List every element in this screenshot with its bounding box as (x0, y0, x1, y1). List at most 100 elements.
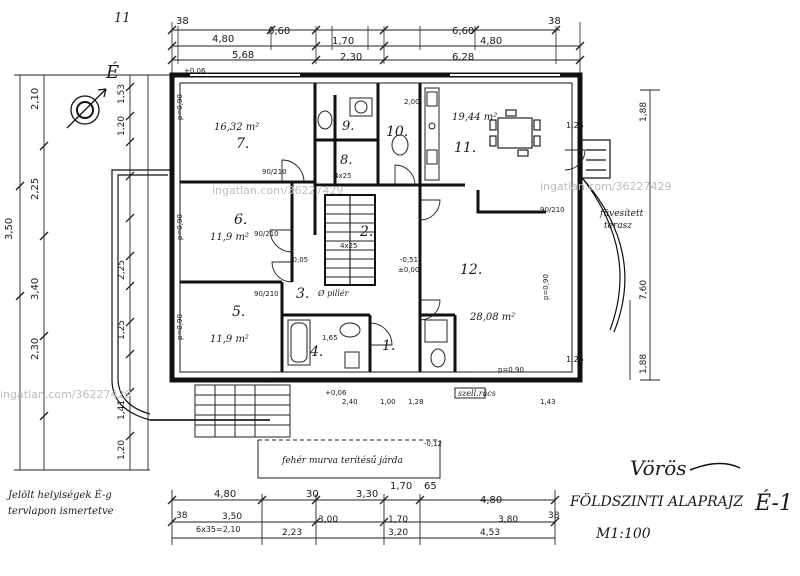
room-number-9: 9. (342, 119, 354, 134)
room-number-2: 2. (359, 224, 373, 240)
top-dimension-lines (171, 22, 581, 75)
terrace-label-1: füvesített (599, 208, 644, 219)
level-plus-006-a: +0,06 (184, 67, 206, 75)
dim-bottom3-320: 3,20 (388, 528, 408, 538)
left-dimension-lines (14, 74, 172, 471)
kitchen-counter (424, 87, 440, 181)
bottom-dimension-ticks (167, 495, 560, 527)
dim-top-660-left: 6,60 (268, 26, 290, 37)
room-number-4: 4. (309, 344, 323, 360)
dim-bottom2-380: 3,80 (498, 515, 518, 525)
sheet-corner-mark: 11 (114, 11, 131, 26)
dim-top-230: 2,30 (340, 52, 362, 63)
dim-bottom-170: 1,70 (390, 481, 412, 492)
room-number-7: 7. (236, 136, 249, 152)
living-column (476, 190, 546, 214)
dim-top-170: 1,70 (332, 36, 354, 47)
signature-flourish (689, 462, 741, 471)
door-90-210-a: 90/210 (262, 168, 287, 176)
dim-bottom-65: 65 (424, 481, 437, 492)
dim-left-225: 2,25 (30, 178, 41, 200)
dim-left-total: 3,50 (4, 218, 15, 240)
staircase (325, 195, 375, 285)
sanitary-fixtures (287, 97, 448, 369)
dim-left-210: 2,10 (30, 88, 41, 110)
watermark-right: ingatlan.com/36227429 (540, 180, 672, 193)
dim-bottom3-453: 4,53 (480, 528, 500, 538)
dim-left-141: 1,41 (117, 400, 127, 420)
dim-left-120: 1,20 (117, 116, 127, 136)
exterior-walls (169, 72, 583, 383)
room-area-12: 28,08 m² (469, 312, 515, 323)
dim-bottom3-223: 2,23 (282, 528, 302, 538)
room-number-11: 11. (454, 140, 476, 156)
left-dimension-ticks (15, 82, 135, 441)
facade-windows (190, 74, 560, 379)
dim-240: 2,40 (342, 398, 358, 406)
dining-table (489, 109, 541, 157)
level-minus-012: -0,12 (424, 440, 442, 448)
terrace-outline (579, 139, 626, 333)
room-area-6: 11,9 m² (210, 232, 249, 243)
dim-128: 1,28 (408, 398, 424, 406)
dim-p200: 2,00 (404, 98, 420, 106)
dim-143: 1,43 (540, 398, 556, 406)
dim-bottom-30: 30 (306, 489, 319, 500)
room-number-6: 6. (234, 212, 247, 228)
sheet-title: FÖLDSZINTI ALAPRAJZ (569, 492, 743, 510)
level-plus-006-b: +0,06 (325, 389, 347, 397)
room-number-1: 1. (382, 338, 395, 354)
dim-top-660-right: 6,60 (452, 26, 474, 37)
room-number-8: 8. (340, 153, 352, 168)
dim-bottom2-300: 3,00 (318, 515, 338, 525)
dim-left-340: 3,40 (30, 278, 41, 300)
dim-top-38-right: 38 (548, 16, 561, 27)
dim-bottom-330: 3,30 (356, 489, 378, 500)
room-number-3: 3. (296, 286, 309, 302)
room-number-10: 10. (386, 124, 408, 140)
parapet-height-12: p=0,90 (498, 366, 524, 374)
dim-top-480-right: 4,80 (480, 36, 502, 47)
door-90-210-b: 90/210 (254, 230, 279, 238)
stair-4x25-a: 4x25 (340, 242, 358, 250)
door-90-210-d: 90/210 (540, 206, 565, 214)
dim-left-225b: 2,25 (117, 260, 127, 280)
dim-right-125-b: 1,25 (566, 355, 584, 364)
path-label: fehér murva terítésű járda (281, 455, 403, 466)
level-zero: ±0,00 (398, 266, 419, 274)
entrance-steps (150, 384, 291, 438)
dim-bottom-480-right: 4,80 (480, 495, 502, 506)
note-line-2: tervlapon ismertetve (8, 506, 114, 517)
dim-right-188-bottom: 1,88 (639, 354, 649, 374)
dim-left-125: 1,25 (117, 320, 127, 340)
dim-left-230: 2,30 (30, 338, 41, 360)
ventilation-grate (454, 387, 486, 399)
level-minus-051: -0,51 (400, 256, 418, 264)
room-area-5: 11,9 m² (210, 334, 249, 345)
north-arrow (66, 88, 107, 129)
room-labels: 7. 16,32 m² 6. 11,9 m² 5. 11,9 m² 4. 3. … (210, 112, 515, 360)
dim-right-188-top: 1,88 (639, 102, 649, 122)
sheet-scale: M1:100 (595, 526, 651, 542)
dim-right-125-a: 1,25 (566, 121, 584, 130)
grate-label: szell.rács (458, 389, 496, 398)
room-number-12: 12. (460, 262, 482, 278)
dim-bottom2-stairs: 6x35=2,10 (196, 525, 241, 534)
left-bay (111, 169, 172, 421)
front-path (257, 439, 441, 479)
dim-top-38-left: 38 (176, 16, 189, 27)
dim-bottom2-350: 3,50 (222, 512, 242, 522)
terrace-label-2: terasz (604, 221, 632, 231)
dim-top-628: 6,28 (452, 52, 474, 63)
door-swings (269, 149, 586, 346)
stair-4x25-b: 4x25 (334, 172, 352, 180)
parapet-height-6: p=0,90 (176, 214, 184, 240)
dim-bottom-480-left: 4,80 (214, 489, 236, 500)
sheet-code: É-1 (754, 489, 793, 516)
north-label: É (105, 60, 119, 83)
misc-annotations: p=0,90 p=0,90 p=0,90 p=0,90 p=0,90 90/21… (176, 67, 644, 466)
right-dimension-lines (629, 89, 660, 381)
level-minus-005: -0,05 (290, 256, 308, 264)
